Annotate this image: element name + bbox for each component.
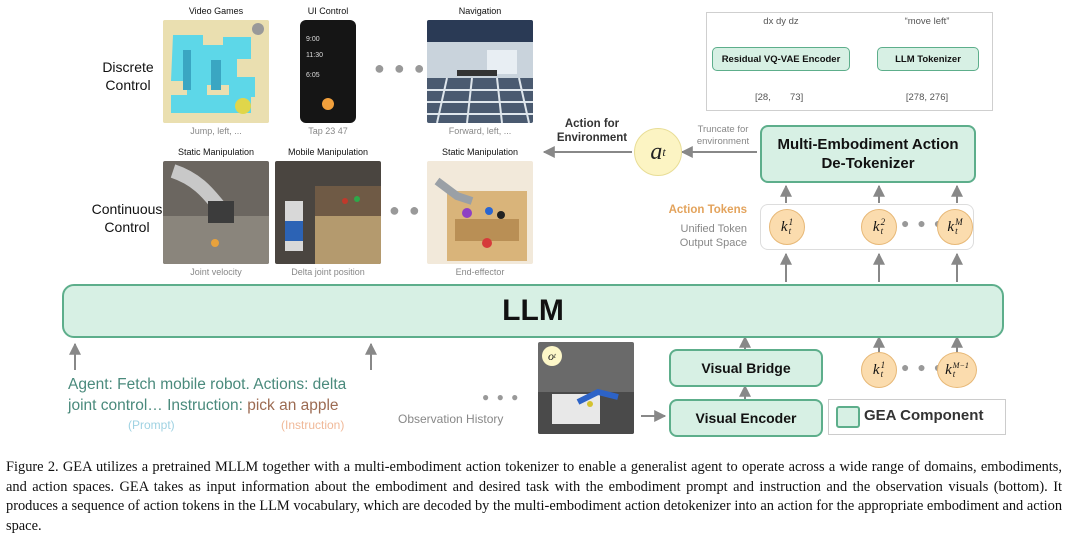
tokenizer-left-output-b: 73] <box>790 92 804 103</box>
mobile-manipulation-thumbnail <box>275 161 381 264</box>
llm-tokenizer-box: LLM Tokenizer <box>877 47 979 71</box>
observation-scene <box>538 342 634 434</box>
truncate-label: Truncate for environment <box>696 124 750 147</box>
prompt-line-1: Agent: Fetch mobile robot. Actions: delt… <box>68 376 347 393</box>
continuous-control-label: Continuous Control <box>91 201 163 235</box>
prompt-line-2: joint control… Instruction: pick an appl… <box>68 397 339 415</box>
residual-vqvae-encoder-box: Residual VQ-VAE Encoder <box>712 47 850 71</box>
mobile-manipulation-title: Mobile Manipulation <box>287 147 369 157</box>
action-tokens-title: Action Tokens <box>668 204 747 216</box>
mobile-manipulation-scene <box>275 161 381 264</box>
action-tokens-group <box>760 204 974 250</box>
discrete-more-dots: ● ● ● <box>374 58 427 78</box>
video-games-thumbnail <box>163 20 269 123</box>
action-symbol-sub: t <box>662 144 666 159</box>
continuous-more-dots: ● ● ● <box>389 200 442 220</box>
llm-box: LLM <box>62 284 1004 338</box>
ui-control-caption: Tap 23 47 <box>308 126 348 136</box>
navigation-title: Navigation <box>458 6 502 16</box>
phone-time-2: 11:30 <box>306 52 323 59</box>
tokenizer-right-input: “move left” <box>904 16 950 27</box>
tokenizer-right-output: [278, 276] <box>905 92 949 103</box>
tokenizer-left-output-a: [28, <box>755 92 771 103</box>
ui-control-title: UI Control <box>307 6 349 16</box>
input-tokens-dots: ● ● ● <box>901 359 945 375</box>
instruction-text: pick an apple <box>247 397 339 414</box>
joint-velocity-caption: Joint velocity <box>190 267 242 277</box>
observation-history-dots: ● ● ● <box>482 390 521 404</box>
discrete-control-label: Discrete Control <box>102 59 154 93</box>
navigation-scene <box>427 20 533 123</box>
observation-history-label: Observation History <box>398 412 504 426</box>
video-games-caption: Jump, left, ... <box>190 126 242 136</box>
prompt-tag: (Prompt) <box>128 418 175 432</box>
legend-label: GEA Component <box>864 407 984 424</box>
alarm-add-icon <box>322 98 334 110</box>
end-effector-caption: End-effector <box>455 267 505 277</box>
video-games-title: Video Games <box>188 6 244 16</box>
static-manipulation-title-2: Static Manipulation <box>441 147 519 157</box>
static-manipulation-thumbnail-1 <box>163 161 269 264</box>
static-manipulation-title-1: Static Manipulation <box>177 147 255 157</box>
visual-bridge-box: Visual Bridge <box>669 349 823 387</box>
static-manipulation-scene-1 <box>163 161 269 264</box>
navigation-caption: Forward, left, ... <box>448 126 512 136</box>
navigation-thumbnail <box>427 20 533 123</box>
tokenizer-left-input: dx dy dz <box>763 16 799 27</box>
phone-time-1: 9:00 <box>306 36 320 43</box>
legend-swatch <box>836 406 860 428</box>
unified-token-output-label: Unified Token Output Space <box>679 223 747 249</box>
static-manipulation-scene-2 <box>427 161 533 264</box>
delta-joint-position-caption: Delta joint position <box>291 267 365 277</box>
multi-embodiment-detokenizer-box: Multi-Embodiment Action De-Tokenizer <box>760 125 976 183</box>
static-manipulation-thumbnail-2 <box>427 161 533 264</box>
action-for-environment-label: Action for Environment <box>556 118 628 144</box>
ui-control-thumbnail: 9:00 11:30 6:05 <box>300 20 356 123</box>
instruction-tag: (Instruction) <box>281 418 345 432</box>
visual-encoder-box: Visual Encoder <box>669 399 823 437</box>
phone-time-3: 6:05 <box>306 72 320 79</box>
figure-caption: Figure 2. GEA utilizes a pretrained MLLM… <box>6 459 1063 534</box>
prompt-line-2-text: joint control… Instruction: <box>68 397 248 414</box>
action-tokens-dots: ● ● ● <box>901 215 945 231</box>
action-symbol: a <box>650 138 663 165</box>
video-games-scene <box>163 20 269 123</box>
